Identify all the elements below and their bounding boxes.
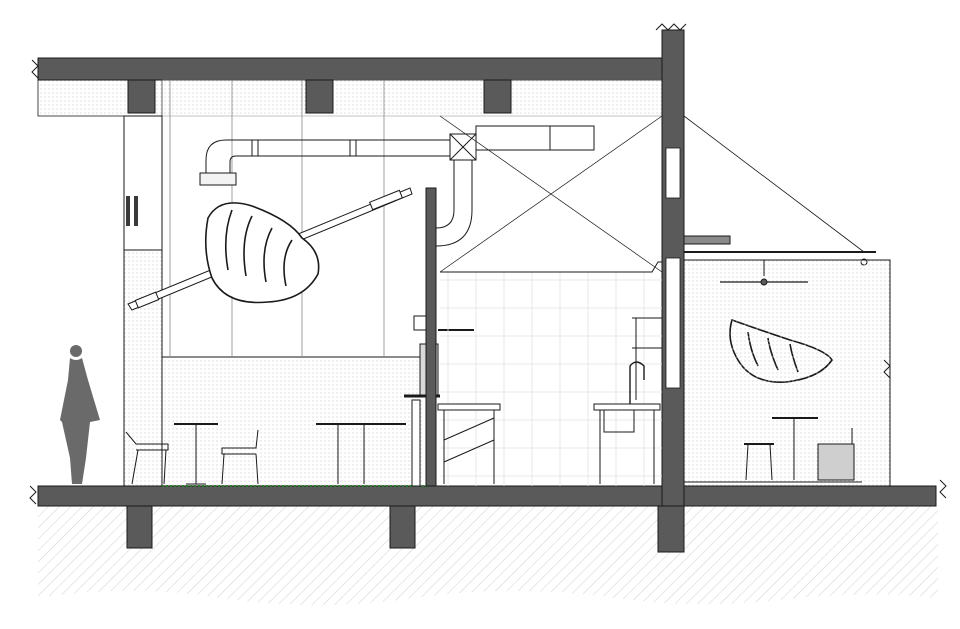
- kitchen-counter-icon: [437, 403, 501, 484]
- chair-icon: [125, 431, 169, 485]
- kitchen-wall-tiles: [440, 272, 662, 486]
- party-wall: [655, 23, 687, 507]
- table-icon: [174, 423, 218, 485]
- dining-area: [162, 356, 434, 487]
- ceiling-fan-icon: [720, 260, 808, 286]
- faucet-icon: [629, 361, 645, 404]
- roof-slab: [31, 57, 683, 117]
- annex-roof: [683, 115, 876, 266]
- human-figure-icon: [60, 345, 100, 484]
- shelf-icon: [632, 317, 662, 400]
- stool-icon: [817, 428, 855, 481]
- table-icon: [316, 423, 406, 484]
- dumpling-sculpture-icon: [204, 202, 320, 304]
- annex-floor-line: [684, 359, 891, 483]
- kitchen-counter-icon: [593, 403, 661, 484]
- kitchen-upper: [439, 115, 663, 273]
- air-duct: [199, 125, 595, 247]
- chair-icon: [221, 429, 259, 485]
- table-icon: [772, 417, 818, 480]
- annex-interior: [683, 259, 891, 487]
- ground: [38, 505, 938, 605]
- service-counter: [404, 187, 474, 487]
- stool-icon: [744, 443, 774, 481]
- floor-slab: [29, 479, 947, 507]
